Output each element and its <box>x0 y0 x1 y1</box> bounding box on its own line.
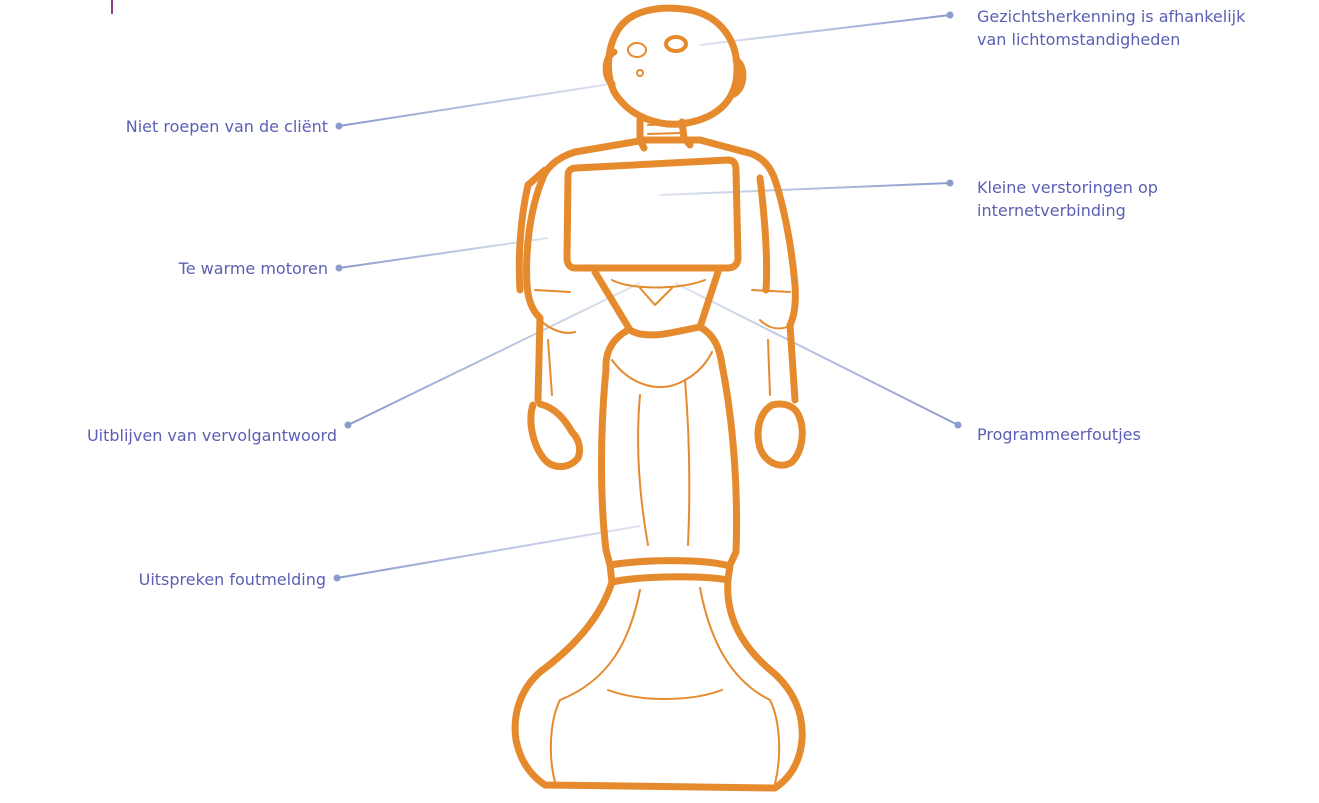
robot-hand-left <box>531 404 580 467</box>
label-kleine-verstoringen-line-1: Kleine verstoringen op <box>977 176 1158 199</box>
robot-eye-left <box>628 43 646 57</box>
robot-hand-right <box>758 404 802 465</box>
robot-knee-band <box>610 561 730 582</box>
label-te-warme-motoren: Te warme motoren <box>60 257 328 280</box>
label-kleine-verstoringen-line-2: internetverbinding <box>977 199 1158 222</box>
label-uitspreken: Uitspreken foutmelding <box>40 568 326 591</box>
label-programmeerfoutjes: Programmeerfoutjes <box>977 423 1141 446</box>
robot-waist-lines <box>612 280 705 305</box>
robot-mouth <box>637 70 643 76</box>
label-programmeerfoutjes-line-1: Programmeerfoutjes <box>977 423 1141 446</box>
robot-arm-right <box>760 178 795 400</box>
label-kleine-verstoringen: Kleine verstoringen op internetverbindin… <box>977 176 1158 222</box>
label-niet-roepen: Niet roepen van de cliënt <box>60 115 328 138</box>
robot-leg-column <box>602 365 737 565</box>
label-uitblijven: Uitblijven van vervolgantwoord <box>10 424 337 447</box>
robot-eye-right <box>666 37 686 51</box>
label-gezichtsherkenning-line-2: van lichtomstandigheden <box>977 28 1245 51</box>
robot-base <box>515 580 802 788</box>
label-gezichtsherkenning: Gezichtsherkenning is afhankelijk van li… <box>977 5 1245 51</box>
robot-arm-right-detail <box>752 290 790 395</box>
robot-tablet <box>567 160 738 268</box>
robot-head <box>608 8 737 124</box>
label-gezichtsherkenning-line-1: Gezichtsherkenning is afhankelijk <box>977 5 1245 28</box>
robot-base-detail <box>551 588 779 784</box>
robot-leg-detail <box>612 352 712 545</box>
